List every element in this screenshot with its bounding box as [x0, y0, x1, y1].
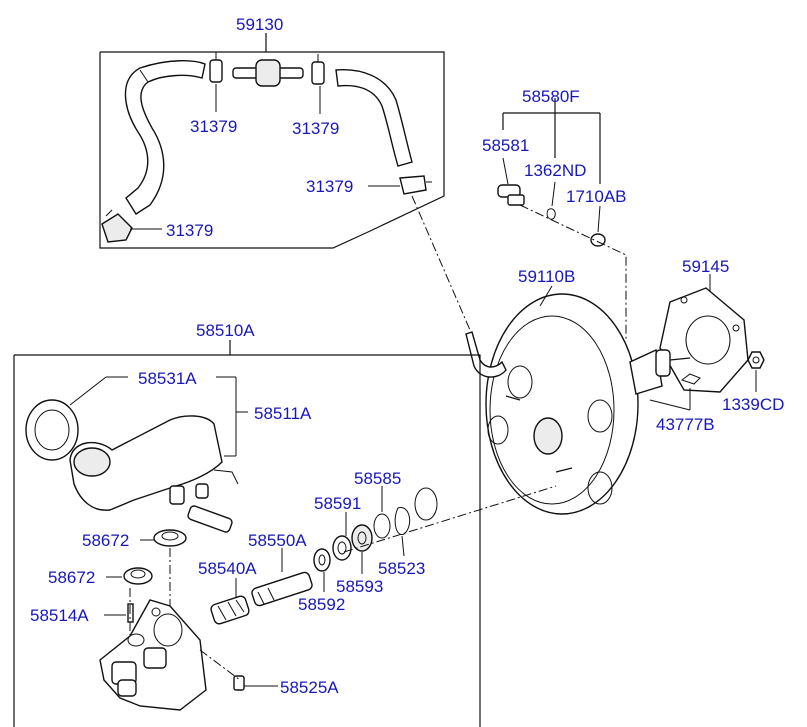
- elbow-fitting: [101, 209, 133, 243]
- snap-ring: [394, 507, 411, 536]
- label-58514A: 58514A: [30, 606, 89, 625]
- piston-washer: [313, 548, 331, 572]
- label-43777B: 43777B: [656, 415, 715, 434]
- label-1362ND: 1362ND: [524, 161, 586, 180]
- label-58531A: 58531A: [138, 369, 197, 388]
- label-58540A: 58540A: [198, 559, 257, 578]
- label-58525A: 58525A: [280, 678, 339, 697]
- label-59110B: 59110B: [518, 267, 575, 286]
- label-58581: 58581: [482, 136, 529, 155]
- label-59145: 59145: [682, 257, 729, 276]
- vacuum-hose-left: [124, 60, 206, 215]
- seal-collar: [351, 524, 373, 552]
- label-58580F: 58580F: [522, 87, 580, 106]
- reservoir-hose: [187, 505, 233, 533]
- pin-bracket: [502, 98, 601, 184]
- label-58672-b: 58672: [48, 568, 95, 587]
- label-59130: 59130: [236, 15, 283, 34]
- label-58585: 58585: [354, 469, 401, 488]
- seal-ring: [332, 535, 352, 561]
- label-58511A: 58511A: [254, 404, 312, 423]
- label-58672-a: 58672: [82, 531, 129, 550]
- label-58593: 58593: [336, 577, 383, 596]
- large-o-ring: [414, 487, 438, 521]
- vacuum-hose-right: [335, 69, 413, 167]
- mounting-nut: [747, 351, 765, 392]
- hose-clamp-2: [311, 54, 325, 85]
- label-31379-d: 31379: [166, 221, 213, 240]
- label-58592: 58592: [298, 595, 345, 614]
- label-31379-b: 31379: [292, 119, 339, 138]
- master-cylinder-body: [99, 599, 207, 711]
- grommet-lower: [123, 567, 153, 585]
- hose-clamp-3: [399, 175, 432, 195]
- retaining-clip: [680, 373, 701, 410]
- hose-kit-frame: [99, 33, 445, 249]
- label-1710AB: 1710AB: [566, 187, 627, 206]
- o-ring: [373, 513, 391, 539]
- label-58591: 58591: [314, 494, 361, 513]
- bleed-screw: [233, 675, 278, 691]
- label-31379-c: 31379: [306, 177, 353, 196]
- check-valve: [232, 59, 304, 87]
- label-58550A: 58550A: [248, 531, 307, 550]
- secondary-piston: [210, 595, 250, 625]
- grommet-upper: [153, 529, 187, 547]
- label-31379-a: 31379: [190, 117, 237, 136]
- brake-booster: [465, 293, 691, 515]
- reservoir-cap: [25, 399, 79, 461]
- washer: [590, 205, 606, 247]
- label-1339CD: 1339CD: [722, 395, 784, 414]
- hose-clamp-1: [209, 52, 223, 83]
- fluid-reservoir: [69, 415, 239, 511]
- label-58523: 58523: [378, 559, 425, 578]
- booster-gasket: [659, 287, 749, 393]
- master-cylinder-frame: [13, 340, 481, 727]
- snap-pin: [546, 181, 556, 220]
- clevis-pin: [497, 157, 525, 206]
- primary-piston: [251, 571, 313, 607]
- label-58510A: 58510A: [196, 321, 255, 340]
